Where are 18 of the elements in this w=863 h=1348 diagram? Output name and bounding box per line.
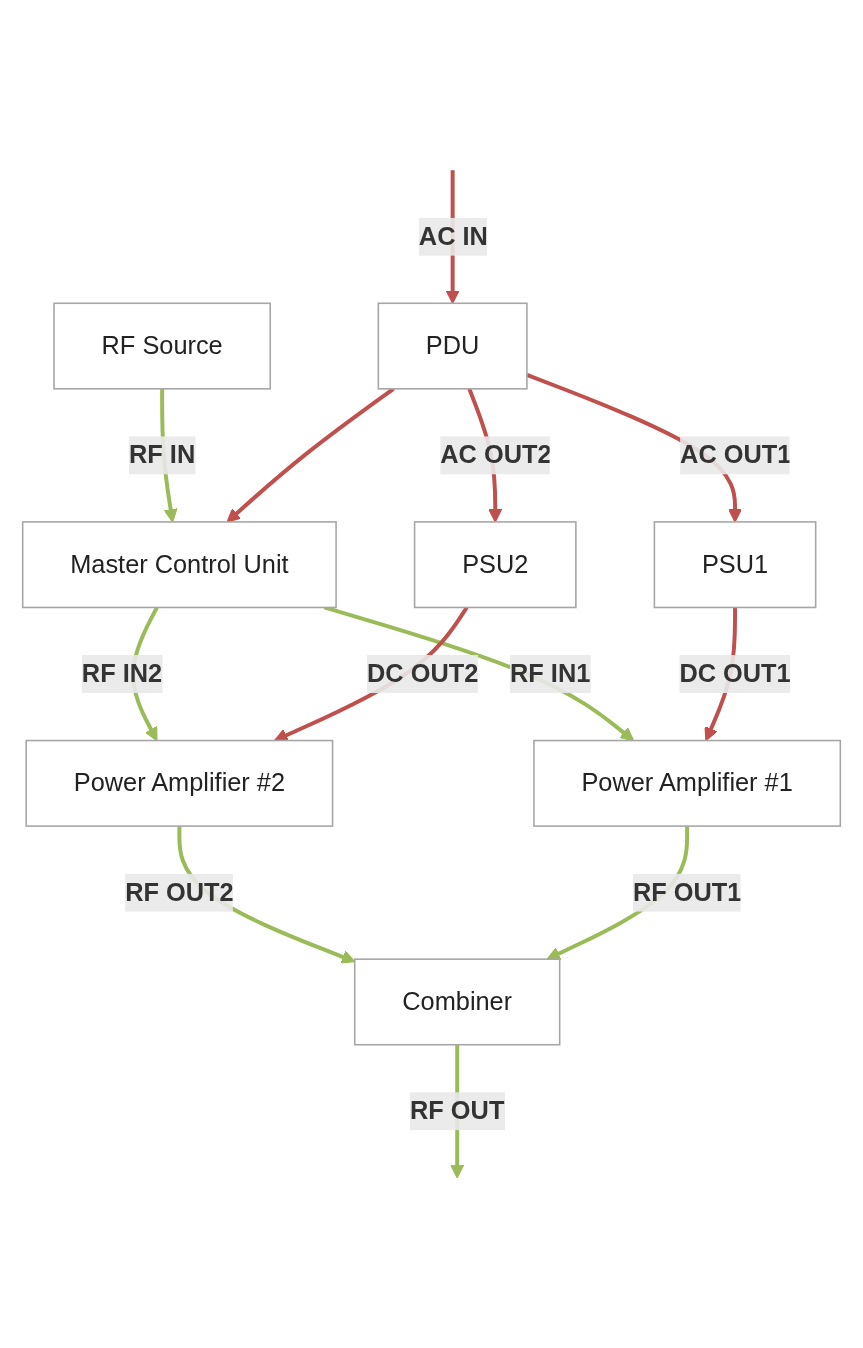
node-box: Master Control Unit — [21, 521, 337, 609]
node-box: PSU2 — [413, 521, 577, 609]
edge-label: RF OUT — [410, 1097, 505, 1124]
arrow — [323, 605, 635, 742]
edge-label: RF OUT1 — [632, 878, 742, 906]
node-box: PDU — [377, 302, 528, 390]
node-box: Combiner — [353, 958, 561, 1046]
edge-label: DC OUT1 — [679, 659, 791, 687]
node-box: PSU1 — [653, 521, 817, 609]
node-box: RF Source — [53, 302, 272, 390]
edge-label: RF IN — [129, 441, 196, 469]
edge-label: RF IN1 — [510, 659, 591, 687]
node-box: Power Amplifier #1 — [533, 739, 842, 827]
edge-label: DC OUT2 — [367, 659, 479, 687]
arrow — [226, 387, 395, 523]
edge-label: RF OUT2 — [125, 878, 234, 906]
node-box: Power Amplifier #2 — [25, 739, 334, 827]
edge-label: RF IN2 — [81, 659, 163, 687]
